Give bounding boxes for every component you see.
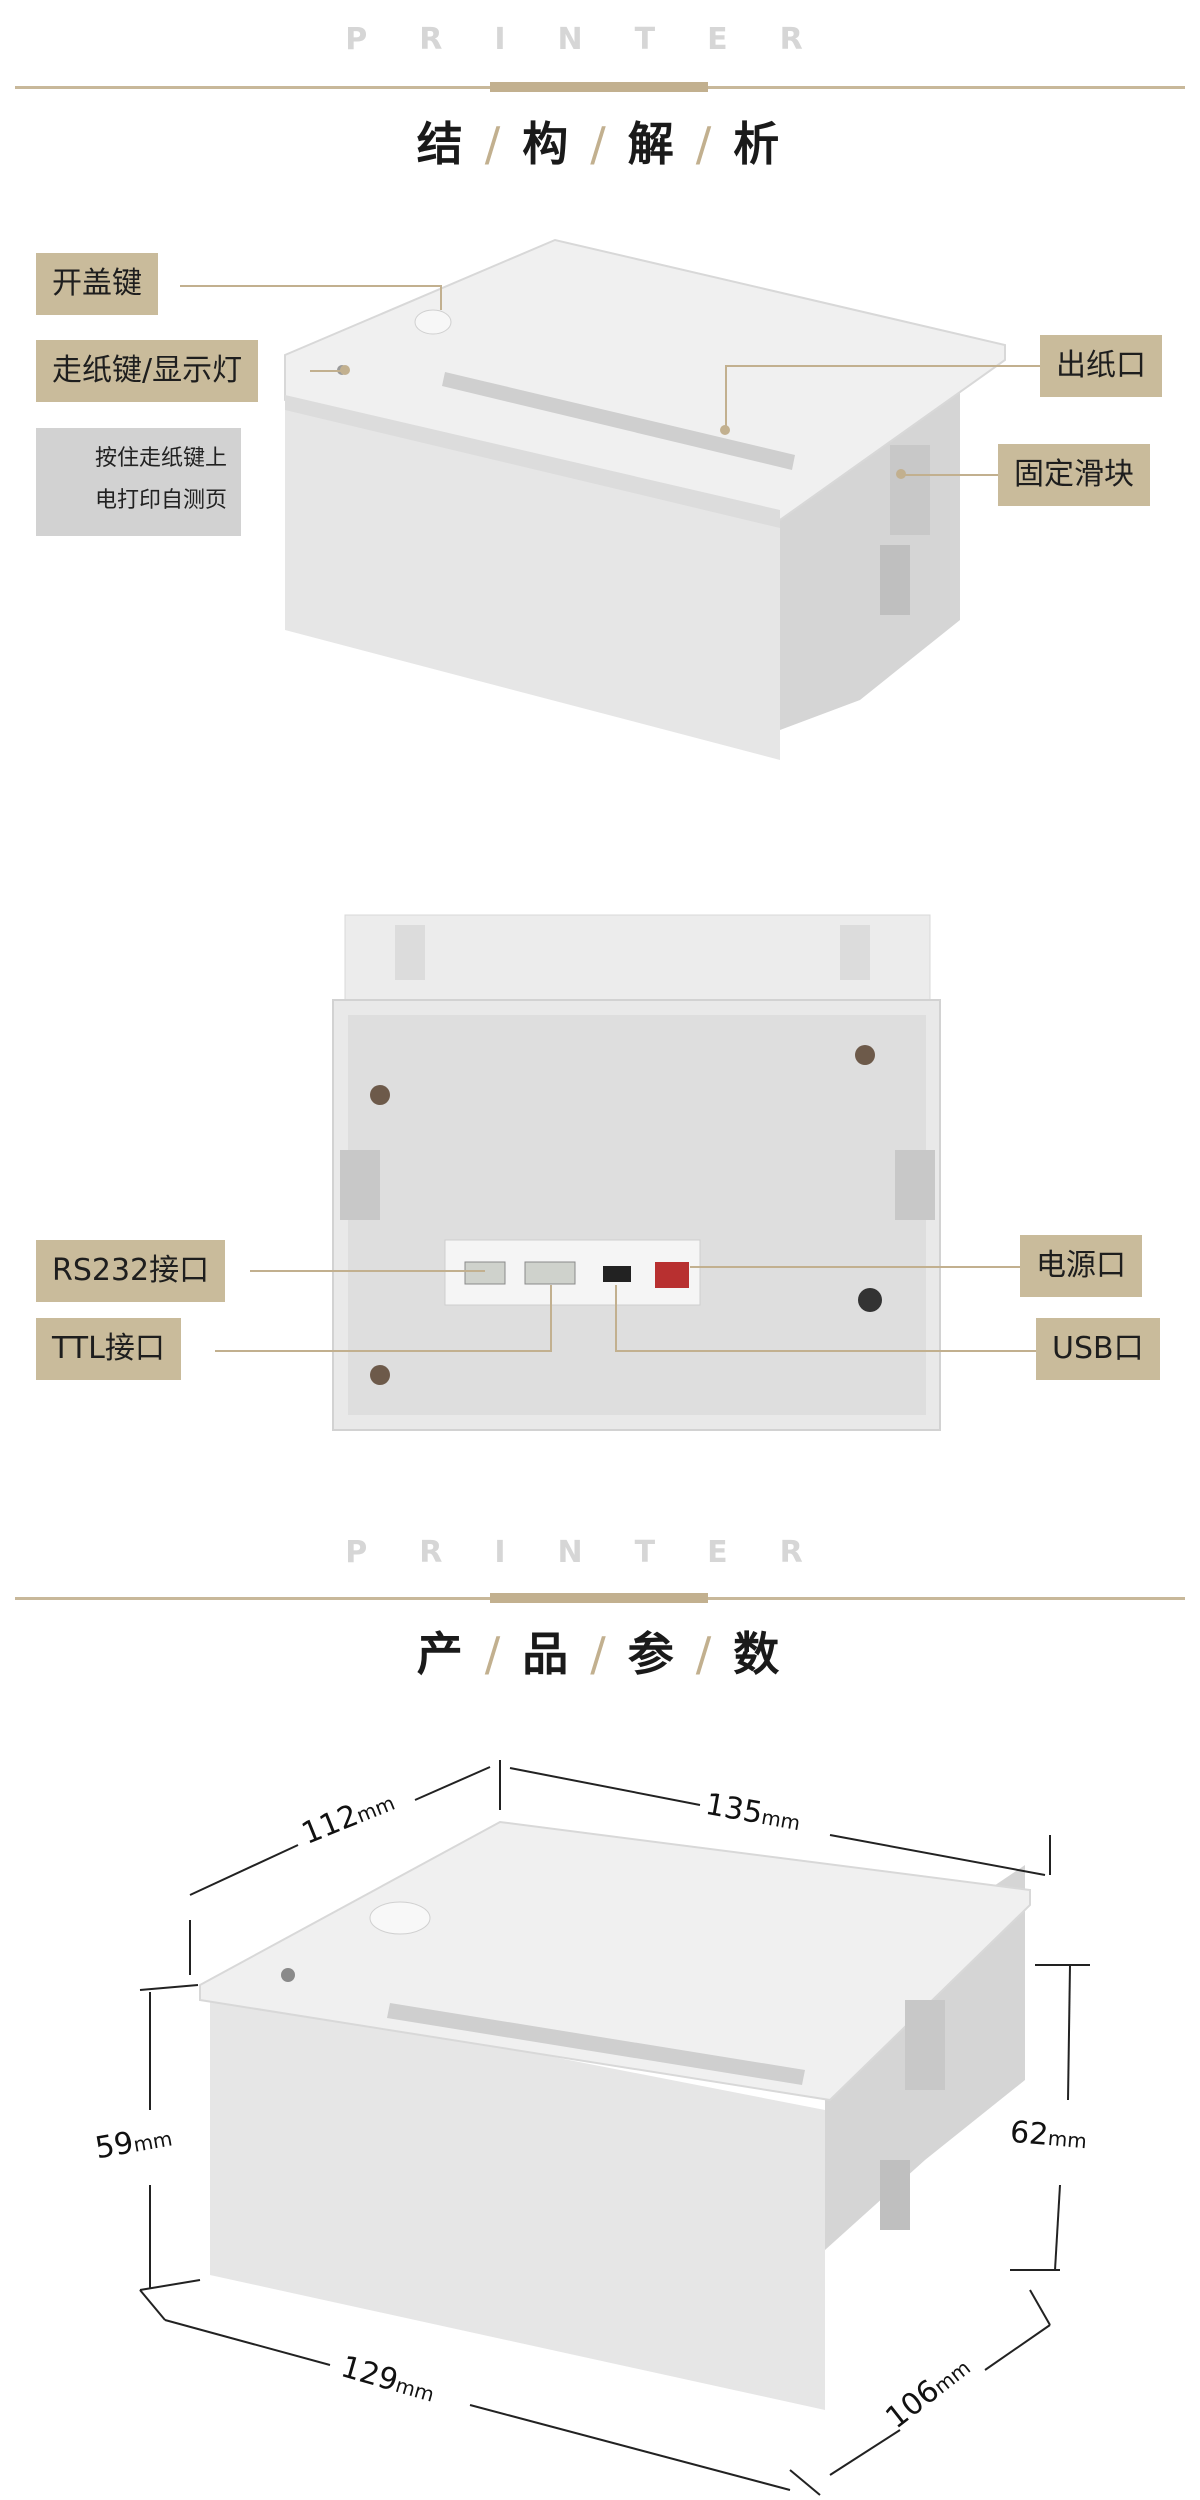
tag-open-cover-key: 开盖键 — [36, 253, 158, 315]
tag-usb-port: USB口 — [1036, 1318, 1160, 1380]
leader-ttl — [215, 1350, 550, 1352]
section-title-specs: 产/品/参/数 — [416, 1627, 784, 1681]
dimension-lines — [139, 1760, 1090, 2496]
leader-paper-out-v — [725, 365, 727, 430]
dim-height-right: 62mm — [1008, 2114, 1088, 2154]
printer-back-view-image — [332, 914, 941, 1431]
header-rule-accent-1 — [490, 82, 708, 92]
leader-paper-out — [725, 365, 1040, 367]
tag-power-port: 电源口 — [1020, 1235, 1142, 1297]
leader-usb-v — [615, 1285, 617, 1352]
leader-feed-key — [310, 370, 345, 372]
leader-fixed-slider — [900, 474, 998, 476]
leader-open-cover — [180, 285, 440, 287]
self-test-note-line-2: 电打印自测页 — [94, 488, 227, 513]
self-test-note: 按住走纸键上 电打印自测页 — [36, 428, 241, 536]
tag-ttl-port: TTL接口 — [36, 1318, 181, 1380]
leader-dot-feed-key — [340, 365, 350, 375]
self-test-note-line-1: 按住走纸键上 — [94, 446, 227, 471]
section-title-structure: 结/构/解/析 — [416, 117, 784, 171]
leader-rs232 — [250, 1270, 485, 1272]
leader-dot-paper-out — [720, 425, 730, 435]
printer-watermark-1: PRINTER — [345, 22, 855, 57]
printer-watermark-2: PRINTER — [345, 1535, 855, 1570]
tag-rs232-port: RS232接口 — [36, 1240, 226, 1302]
tag-fixed-slider: 固定滑块 — [998, 444, 1150, 506]
leader-ttl-v — [550, 1285, 552, 1352]
leader-open-cover-v — [440, 285, 442, 310]
leader-dot-fixed-slider — [896, 469, 906, 479]
leader-usb — [615, 1350, 1036, 1352]
tag-paper-out: 出纸口 — [1040, 335, 1162, 397]
printer-top-view-image — [284, 238, 1006, 760]
leader-power — [690, 1266, 1020, 1268]
tag-feed-key-indicator: 走纸键/显示灯 — [36, 340, 259, 402]
header-rule-accent-2 — [490, 1593, 708, 1603]
printer-dimension-image — [199, 1820, 1031, 2410]
